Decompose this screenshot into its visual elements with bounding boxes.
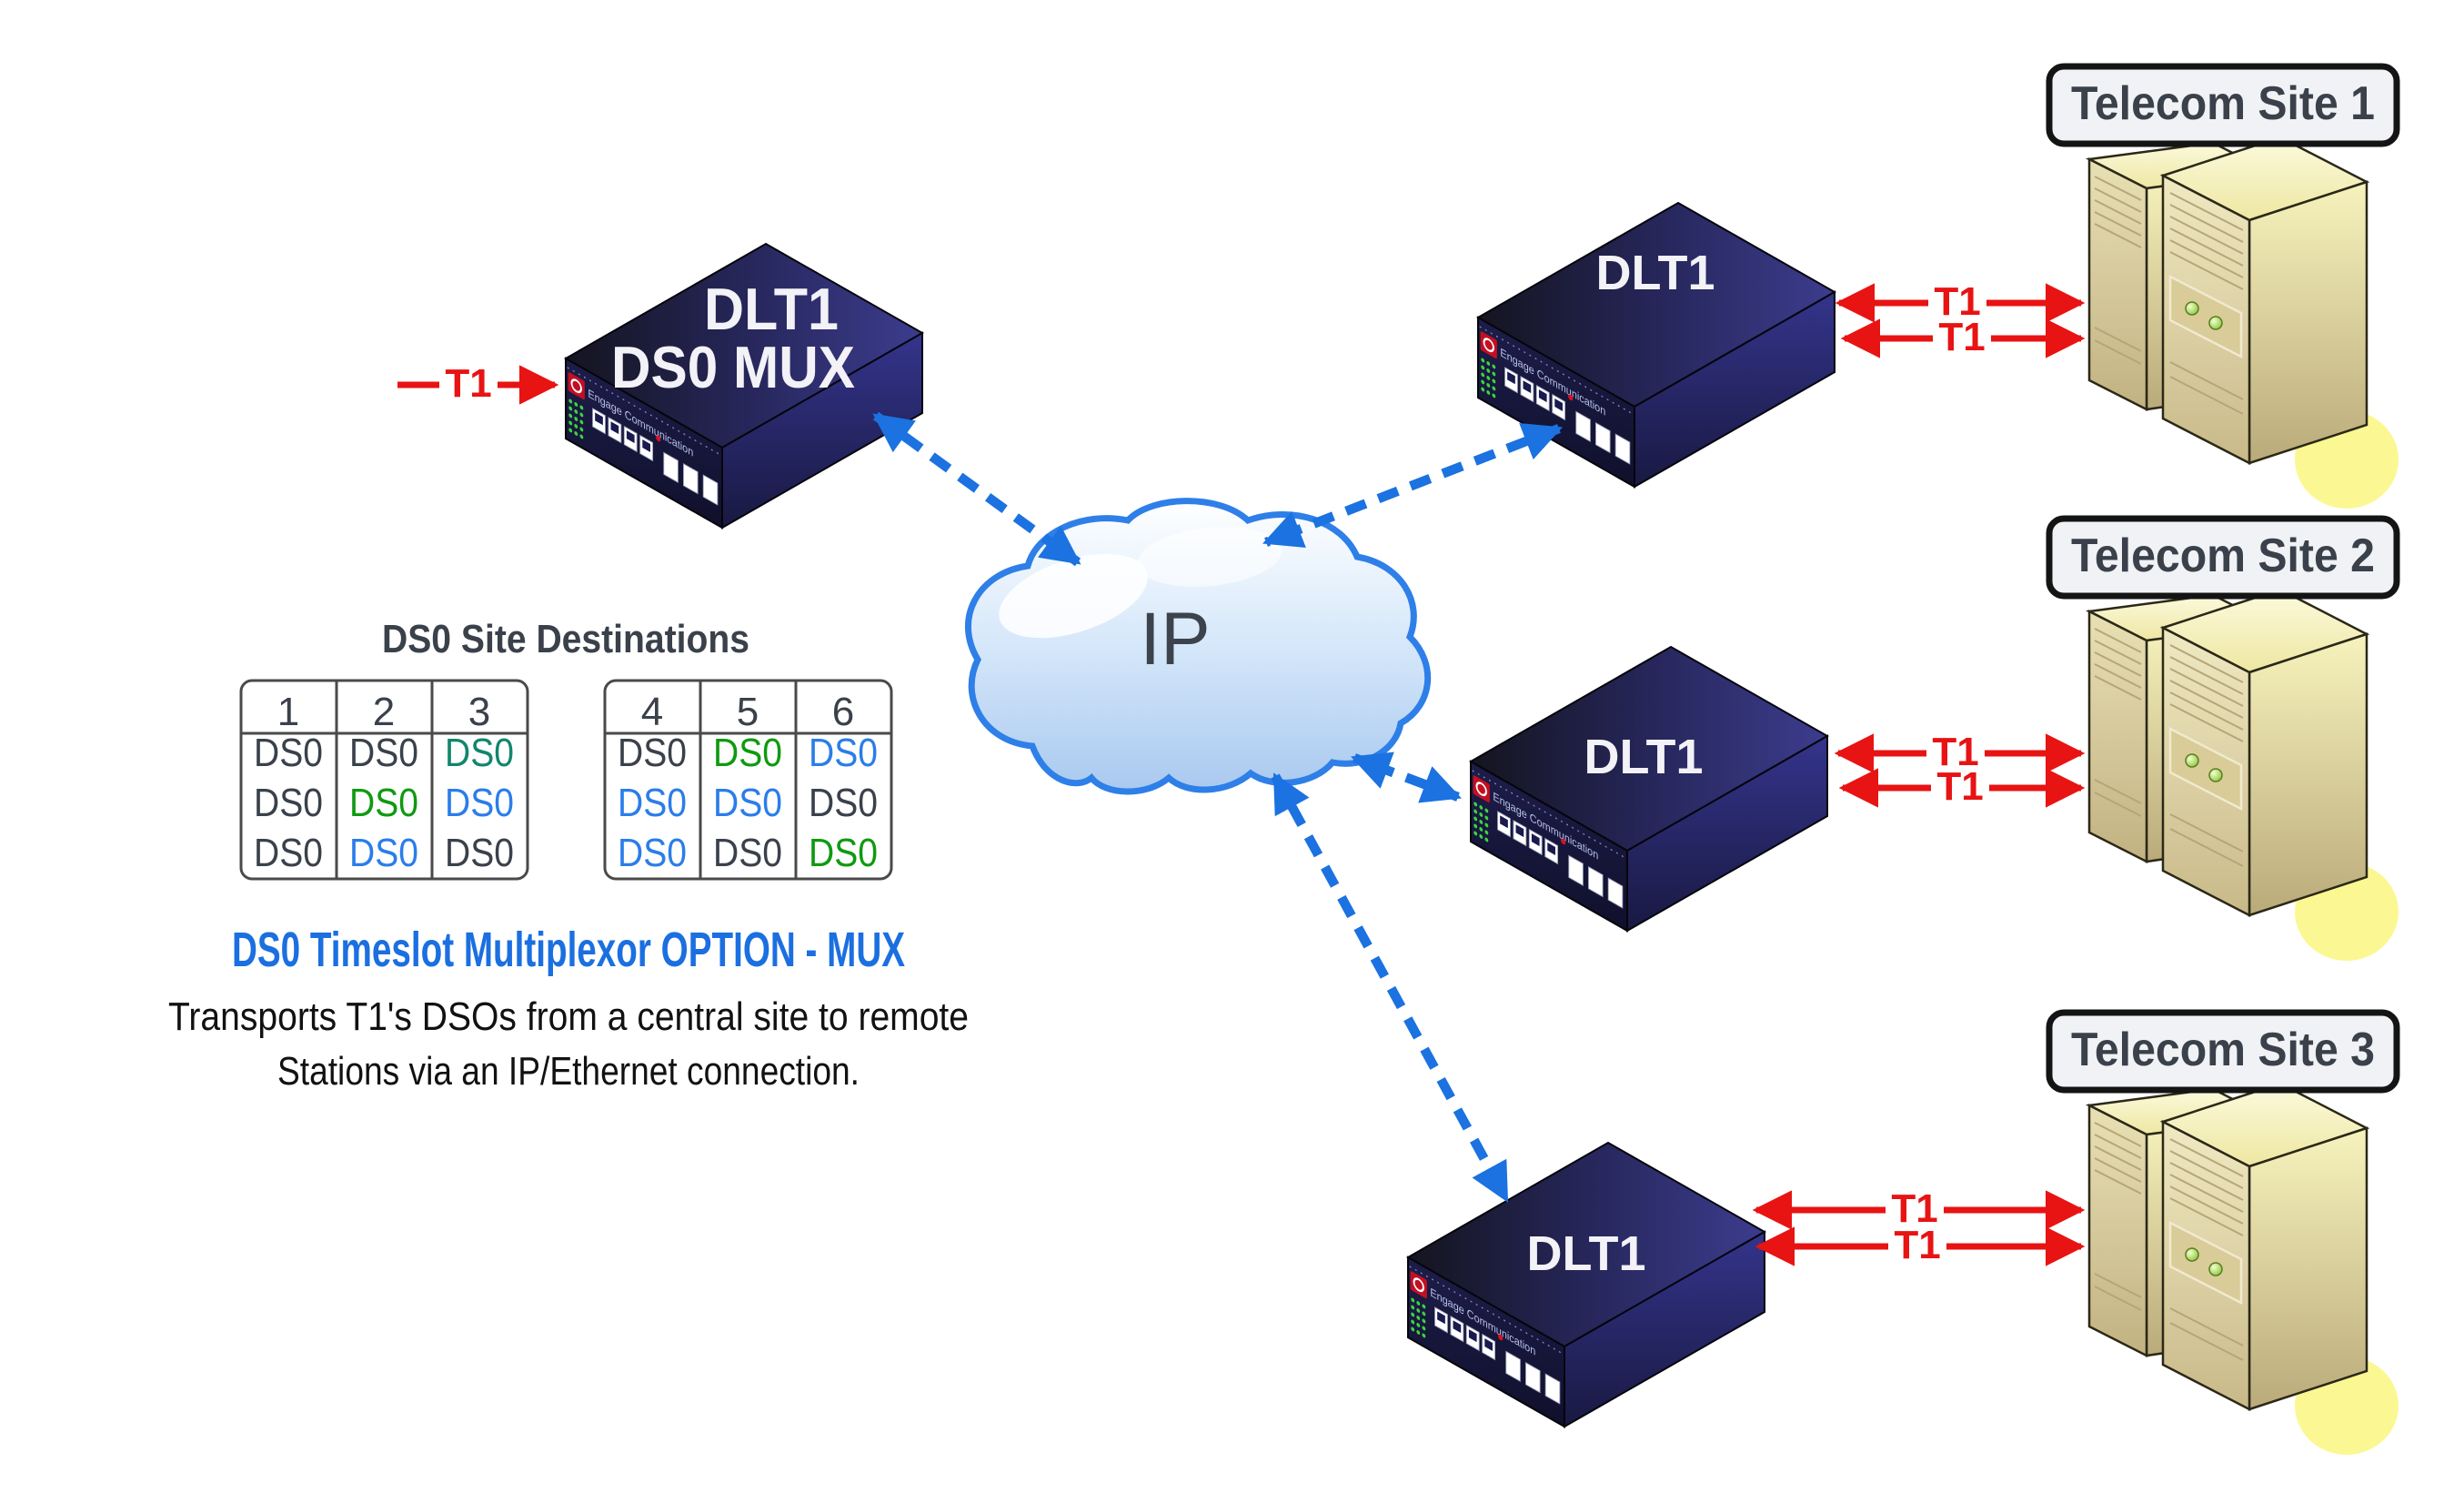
link-mux-cloud (872, 411, 1081, 567)
site-label-text: Telecom Site 2 (2071, 530, 2375, 582)
telecom-tower-1 (2087, 136, 2400, 510)
t1-arrows-site3: T1 T1 (1752, 1186, 2086, 1267)
telecom-tower-3 (2087, 1082, 2400, 1457)
t1-arrow-mux: T1 (397, 361, 559, 406)
ip-cloud: IP (965, 498, 1432, 795)
col-header: 2 (373, 690, 395, 734)
col-header: 1 (277, 690, 299, 734)
ds0-cell: DS0 (713, 831, 782, 875)
cloud-highlight (1137, 527, 1282, 587)
t1-label: T1 (1936, 764, 1983, 809)
ds0-cell: DS0 (445, 731, 514, 775)
link-site3-cloud (1271, 772, 1511, 1203)
remote-device-2 (1469, 645, 1829, 933)
cloud-label: IP (1140, 598, 1210, 681)
t1-arrows: T1 T1 T1 T1 T1 T1 T1 (397, 279, 2086, 1267)
caption-body-line1: Transports T1's DSOs from a central site… (168, 994, 969, 1039)
site-label-1: Telecom Site 1 (2046, 63, 2400, 147)
t1-arrows-site2: T1 T1 (1834, 730, 2086, 809)
remote-device-3 (1406, 1141, 1766, 1428)
ds0-cell: DS0 (713, 781, 782, 825)
caption-body-line2: Stations via an IP/Ethernet connection. (277, 1049, 860, 1094)
remote-device-3-label: DLT1 (1527, 1226, 1646, 1281)
ds0-cell: DS0 (349, 731, 418, 775)
ds0-cell: DS0 (809, 731, 878, 775)
ip-links (872, 411, 1564, 1203)
mux-title-line2: DS0 MUX (611, 334, 855, 400)
ds0-cell: DS0 (445, 831, 514, 875)
ds0-cell: DS0 (618, 831, 687, 875)
ds0-cell: DS0 (713, 731, 782, 775)
site-label-2: Telecom Site 2 (2046, 515, 2400, 600)
col-header: 5 (737, 690, 759, 734)
t1-label: T1 (1894, 1223, 1940, 1267)
mux-title-line1: DLT1 (704, 276, 839, 342)
site-label-text: Telecom Site 1 (2071, 77, 2375, 130)
link-site1-cloud (1262, 422, 1564, 549)
t1-arrows-site1: T1 T1 (1835, 279, 2086, 359)
t1-label: T1 (1891, 1186, 1937, 1231)
site-label-3: Telecom Site 3 (2046, 1009, 2400, 1094)
ds0-cell: DS0 (809, 831, 878, 875)
remote-device-1-label: DLT1 (1596, 246, 1715, 300)
t1-label: T1 (1932, 730, 1978, 774)
col-header: 6 (832, 690, 854, 734)
col-header: 4 (641, 690, 663, 734)
ds0-cell: DS0 (809, 781, 878, 825)
ds0-cell: DS0 (254, 781, 323, 825)
remote-device-2-label: DLT1 (1584, 730, 1704, 784)
ds0-cell: DS0 (349, 831, 418, 875)
ds0-cell: DS0 (254, 831, 323, 875)
caption-heading: DS0 Timeslot Multiplexor OPTION - MUX (232, 923, 905, 977)
ds0-cell: DS0 (254, 731, 323, 775)
ds0-cell: DS0 (618, 731, 687, 775)
ds0-table-left: 1 2 3 DS0 DS0 DS0 DS0 DS0 DS0 DS0 DS0 DS… (239, 679, 529, 881)
ds0-cell: DS0 (618, 781, 687, 825)
t1-label: T1 (1938, 315, 1985, 359)
col-header: 3 (468, 690, 490, 734)
cloud-highlight (999, 553, 1148, 639)
ds0-cell: DS0 (445, 781, 514, 825)
t1-label: T1 (445, 361, 491, 406)
ds0-table-right: 4 5 6 DS0 DS0 DS0 DS0 DS0 DS0 DS0 DS0 DS… (603, 679, 893, 881)
ds0-cell: DS0 (349, 781, 418, 825)
link-site2-cloud (1350, 752, 1463, 803)
t1-label: T1 (1934, 279, 1980, 324)
telecom-tower-2 (2087, 588, 2400, 963)
ds0-table-title: DS0 Site Destinations (382, 617, 749, 661)
ds0-destinations: DS0 Site Destinations 1 2 3 DS0 DS0 DS0 … (239, 617, 893, 881)
site-label-text: Telecom Site 3 (2071, 1024, 2375, 1076)
caption-block: DS0 Timeslot Multiplexor OPTION - MUX Tr… (168, 923, 969, 1094)
